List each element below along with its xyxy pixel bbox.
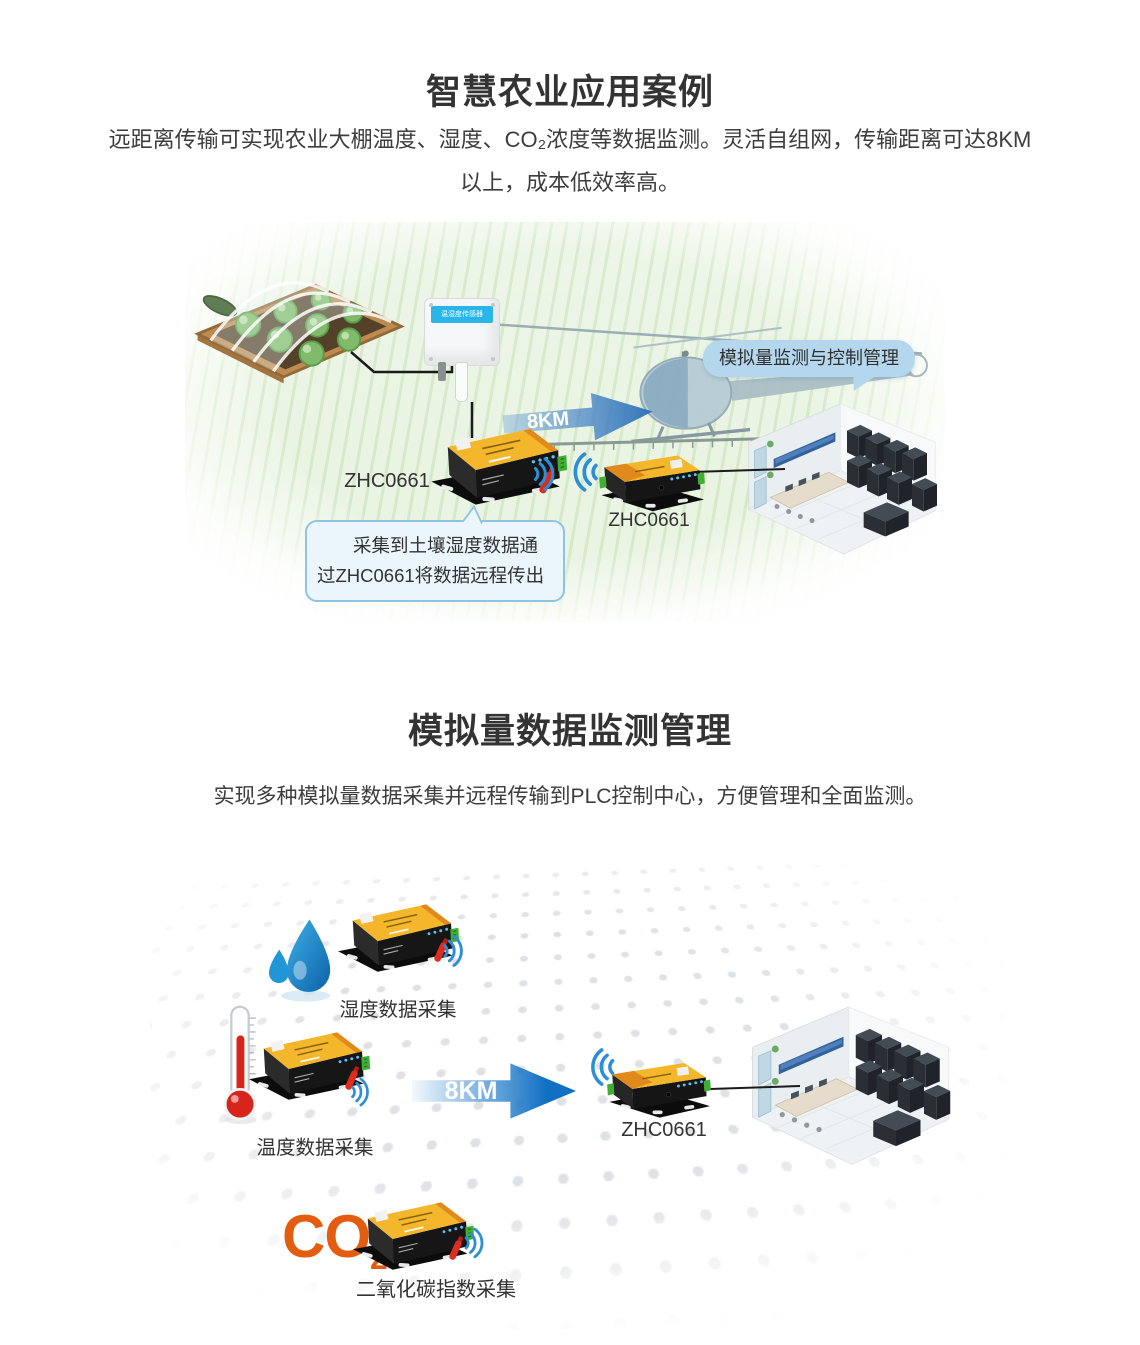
analog-monitoring-diagram: CO2 8KM 湿度数据采集 温度数据采集 二氧化碳指数采集 ZHC0661 — [150, 865, 1010, 1330]
wiring-lines — [709, 1085, 801, 1090]
receiver-model-label: ZHC0661 — [608, 510, 690, 531]
monitoring-callout: 模拟量监测与控制管理 — [703, 340, 915, 377]
section1-description-line2: 以上，成本低效率高。 — [459, 170, 680, 195]
sensor-screw-icon — [491, 303, 495, 307]
section2-title: 模拟量数据监测管理 — [407, 712, 732, 751]
wifi-signal-icon — [438, 930, 466, 972]
sensor-probe — [455, 362, 468, 402]
water-drops-icon — [268, 915, 334, 1003]
transmitter-model-label: ZHC0661 — [344, 470, 430, 492]
soil-data-callout-line1: 采集到土壤湿度数据通 — [353, 535, 539, 556]
soil-data-callout-line2: 过ZHC0661将数据远程传出 — [317, 565, 545, 586]
co2-caption: 二氧化碳指数采集 — [356, 1279, 516, 1301]
receiver-model-label: ZHC0661 — [621, 1119, 707, 1141]
sensor-screw-icon — [491, 357, 495, 361]
wifi-signal-icon — [528, 452, 558, 496]
temperature-caption: 温度数据采集 — [256, 1137, 374, 1159]
distance-arrow-label: 8KM — [444, 1077, 498, 1105]
sensor-probe — [438, 362, 446, 381]
sensor-screw-icon — [429, 357, 433, 361]
dtu-receiver-device — [605, 1050, 713, 1122]
soil-sensor-label: 温湿度传感器 — [431, 306, 493, 323]
wifi-signal-icon — [346, 1073, 372, 1111]
section1-description-line1: 远距离传输可实现农业大棚温度、湿度、CO₂浓度等数据监测。灵活自组网，传输距离可… — [108, 127, 1032, 152]
section2-description: 实现多种模拟量数据采集并远程传输到PLC控制中心，方便管理和全面监测。 — [213, 785, 927, 808]
sensor-screw-icon — [429, 303, 433, 307]
dtu-co2-device — [350, 1195, 475, 1283]
monitoring-callout-text: 模拟量监测与控制管理 — [719, 348, 899, 368]
dtu-receiver-device — [597, 442, 707, 516]
soil-sensor: 温湿度传感器 — [424, 298, 500, 366]
humidity-caption: 湿度数据采集 — [339, 999, 457, 1021]
co2-text: CO — [282, 1203, 371, 1270]
wifi-signal-icon — [460, 1223, 486, 1263]
soil-data-callout: 采集到土壤湿度数据通 过ZHC0661将数据远程传出 — [305, 504, 565, 602]
wiring-lines — [350, 351, 786, 473]
section1-description: 远距离传输可实现农业大棚温度、湿度、CO₂浓度等数据监测。灵活自组网，传输距离可… — [70, 118, 1070, 204]
agriculture-diagram: 8KM 温湿度传感器 ZHC0661 ZHC0661 模拟量监测与控制管理 采集… — [185, 222, 945, 627]
section1-title: 智慧农业应用案例 — [425, 73, 714, 113]
